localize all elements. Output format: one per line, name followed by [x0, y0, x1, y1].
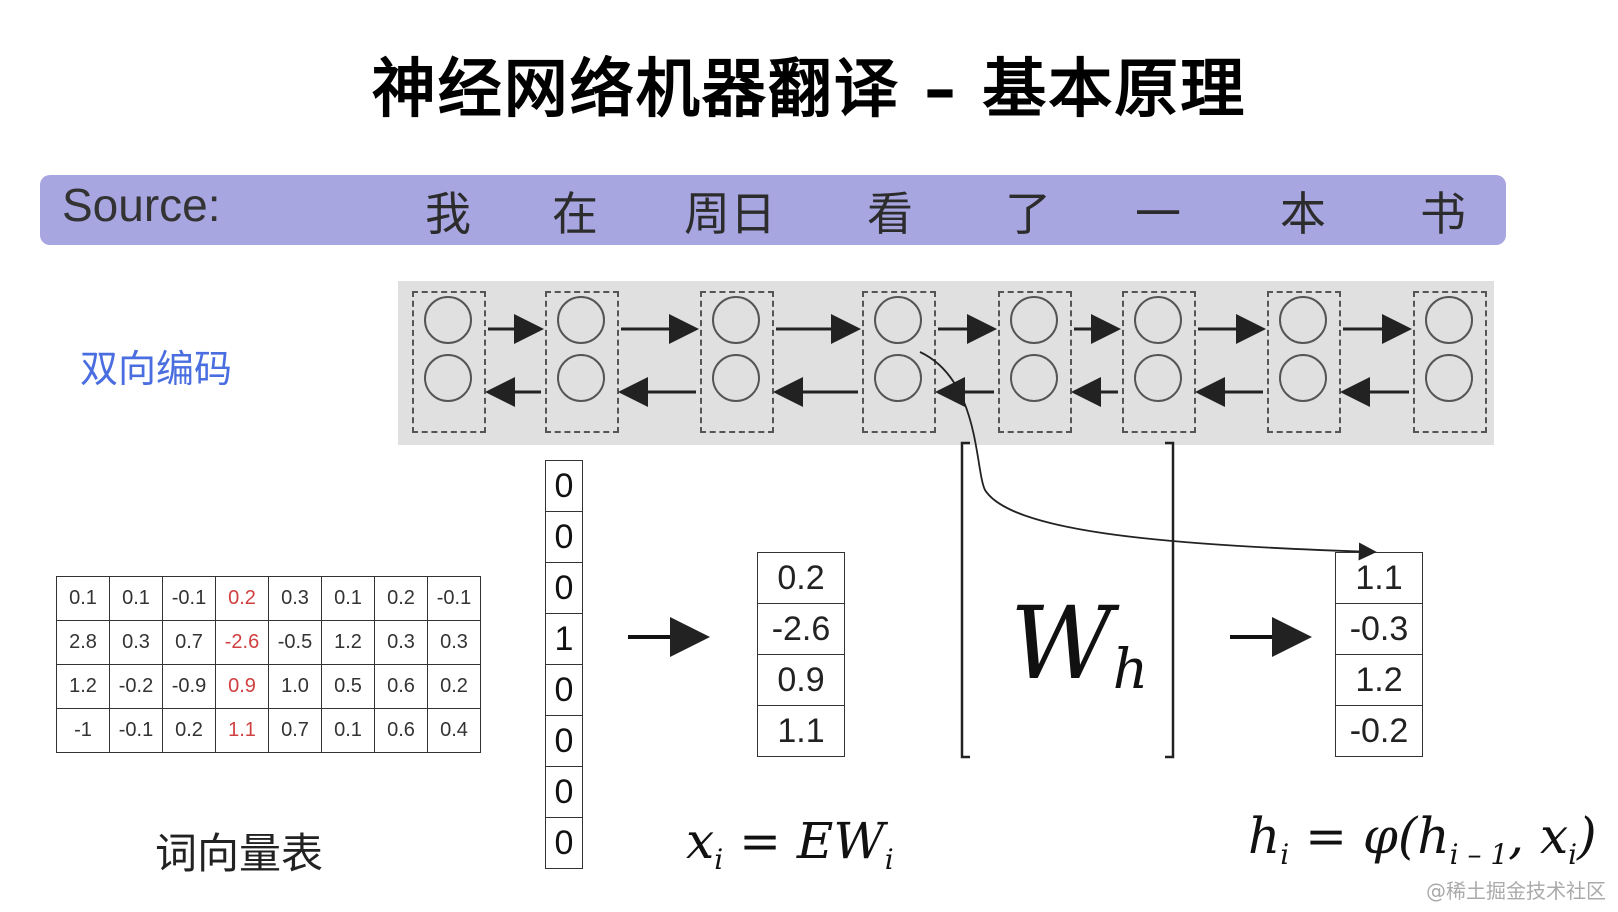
table-cell: -0.1	[427, 576, 481, 621]
forward-state-node	[1134, 296, 1182, 344]
table-cell: 0.1	[321, 576, 375, 621]
forward-state-node	[424, 296, 472, 344]
encoder-cell	[700, 291, 774, 433]
forward-state-node	[1010, 296, 1058, 344]
source-word: 本	[1280, 187, 1326, 241]
matrix-bracket-right	[1165, 441, 1175, 759]
table-cell: -0.9	[162, 664, 216, 709]
encoder-cell	[998, 291, 1072, 433]
embedding-table-label: 词向量表	[155, 829, 324, 878]
table-cell: 0.3	[427, 620, 481, 665]
embedded-vector-cell: 1.1	[757, 706, 845, 757]
encoder-cell	[1267, 291, 1341, 433]
backward-state-node	[1425, 354, 1473, 402]
source-word: 一	[1135, 187, 1181, 241]
table-cell: 0.2	[427, 664, 481, 709]
backward-state-node	[557, 354, 605, 402]
hidden-vector-cell: 1.2	[1335, 655, 1423, 706]
hidden-vector-cell: -0.2	[1335, 706, 1423, 757]
onehot-cell: 0	[545, 716, 583, 767]
hidden-state-formula: hi = φ(hi – 1, xi)	[1248, 807, 1597, 871]
onehot-cell: 0	[545, 512, 583, 563]
backward-state-node	[1010, 354, 1058, 402]
forward-state-node	[712, 296, 760, 344]
encoder-cell	[1122, 291, 1196, 433]
weight-matrix-symbol: Wh	[1010, 585, 1149, 702]
source-word: 周日	[684, 187, 776, 241]
source-word: 我	[425, 187, 471, 241]
source-word: 书	[1420, 187, 1466, 241]
encoder-cell	[1413, 291, 1487, 433]
onehot-cell: 0	[545, 767, 583, 818]
encoder-cell	[545, 291, 619, 433]
table-cell: 1.0	[268, 664, 322, 709]
source-word: 在	[552, 187, 598, 241]
embedded-vector-cell: 0.9	[757, 655, 845, 706]
table-cell: 0.1	[321, 708, 375, 753]
encoder-cell	[412, 291, 486, 433]
embedded-vector-cell: -2.6	[757, 604, 845, 655]
backward-state-node	[712, 354, 760, 402]
table-cell: 0.6	[374, 708, 428, 753]
source-sentence-bar	[40, 175, 1506, 245]
table-cell: 0.7	[268, 708, 322, 753]
bidirectional-encoder-label: 双向编码	[80, 347, 233, 391]
backward-state-node	[1134, 354, 1182, 402]
table-cell: 0.3	[374, 620, 428, 665]
onehot-cell: 1	[545, 614, 583, 665]
table-cell: 1.1	[215, 708, 269, 753]
table-cell: 0.1	[56, 576, 110, 621]
hidden-vector-cell: 1.1	[1335, 552, 1423, 604]
table-cell: 0.2	[374, 576, 428, 621]
forward-state-node	[1279, 296, 1327, 344]
table-cell: -0.1	[109, 708, 163, 753]
table-cell: 1.2	[321, 620, 375, 665]
table-cell: 1.2	[56, 664, 110, 709]
table-cell: 0.6	[374, 664, 428, 709]
source-word: 了	[1005, 187, 1051, 241]
table-cell: 0.1	[109, 576, 163, 621]
source-word: 看	[867, 187, 913, 241]
onehot-cell: 0	[545, 460, 583, 512]
forward-state-node	[874, 296, 922, 344]
onehot-cell: 0	[545, 563, 583, 614]
backward-state-node	[424, 354, 472, 402]
forward-state-node	[557, 296, 605, 344]
table-cell: 0.4	[427, 708, 481, 753]
matrix-bracket-left	[960, 441, 970, 759]
onehot-cell: 0	[545, 665, 583, 716]
slide-title: 神经网络机器翻译 – 基本原理	[371, 53, 1247, 127]
onehot-cell: 0	[545, 818, 583, 869]
embedding-formula: xi = EWi	[686, 812, 894, 876]
backward-state-node	[874, 354, 922, 402]
table-cell: 0.2	[215, 576, 269, 621]
backward-state-node	[1279, 354, 1327, 402]
table-cell: 0.3	[268, 576, 322, 621]
source-label: Source:	[62, 179, 221, 231]
watermark: @稀土掘金技术社区	[1426, 879, 1606, 903]
table-cell: 0.3	[109, 620, 163, 665]
table-cell: 0.2	[162, 708, 216, 753]
hidden-state-connector	[919, 351, 1377, 561]
forward-state-node	[1425, 296, 1473, 344]
embedded-vector-cell: 0.2	[757, 552, 845, 604]
hidden-vector-cell: -0.3	[1335, 604, 1423, 655]
table-cell: -0.2	[109, 664, 163, 709]
